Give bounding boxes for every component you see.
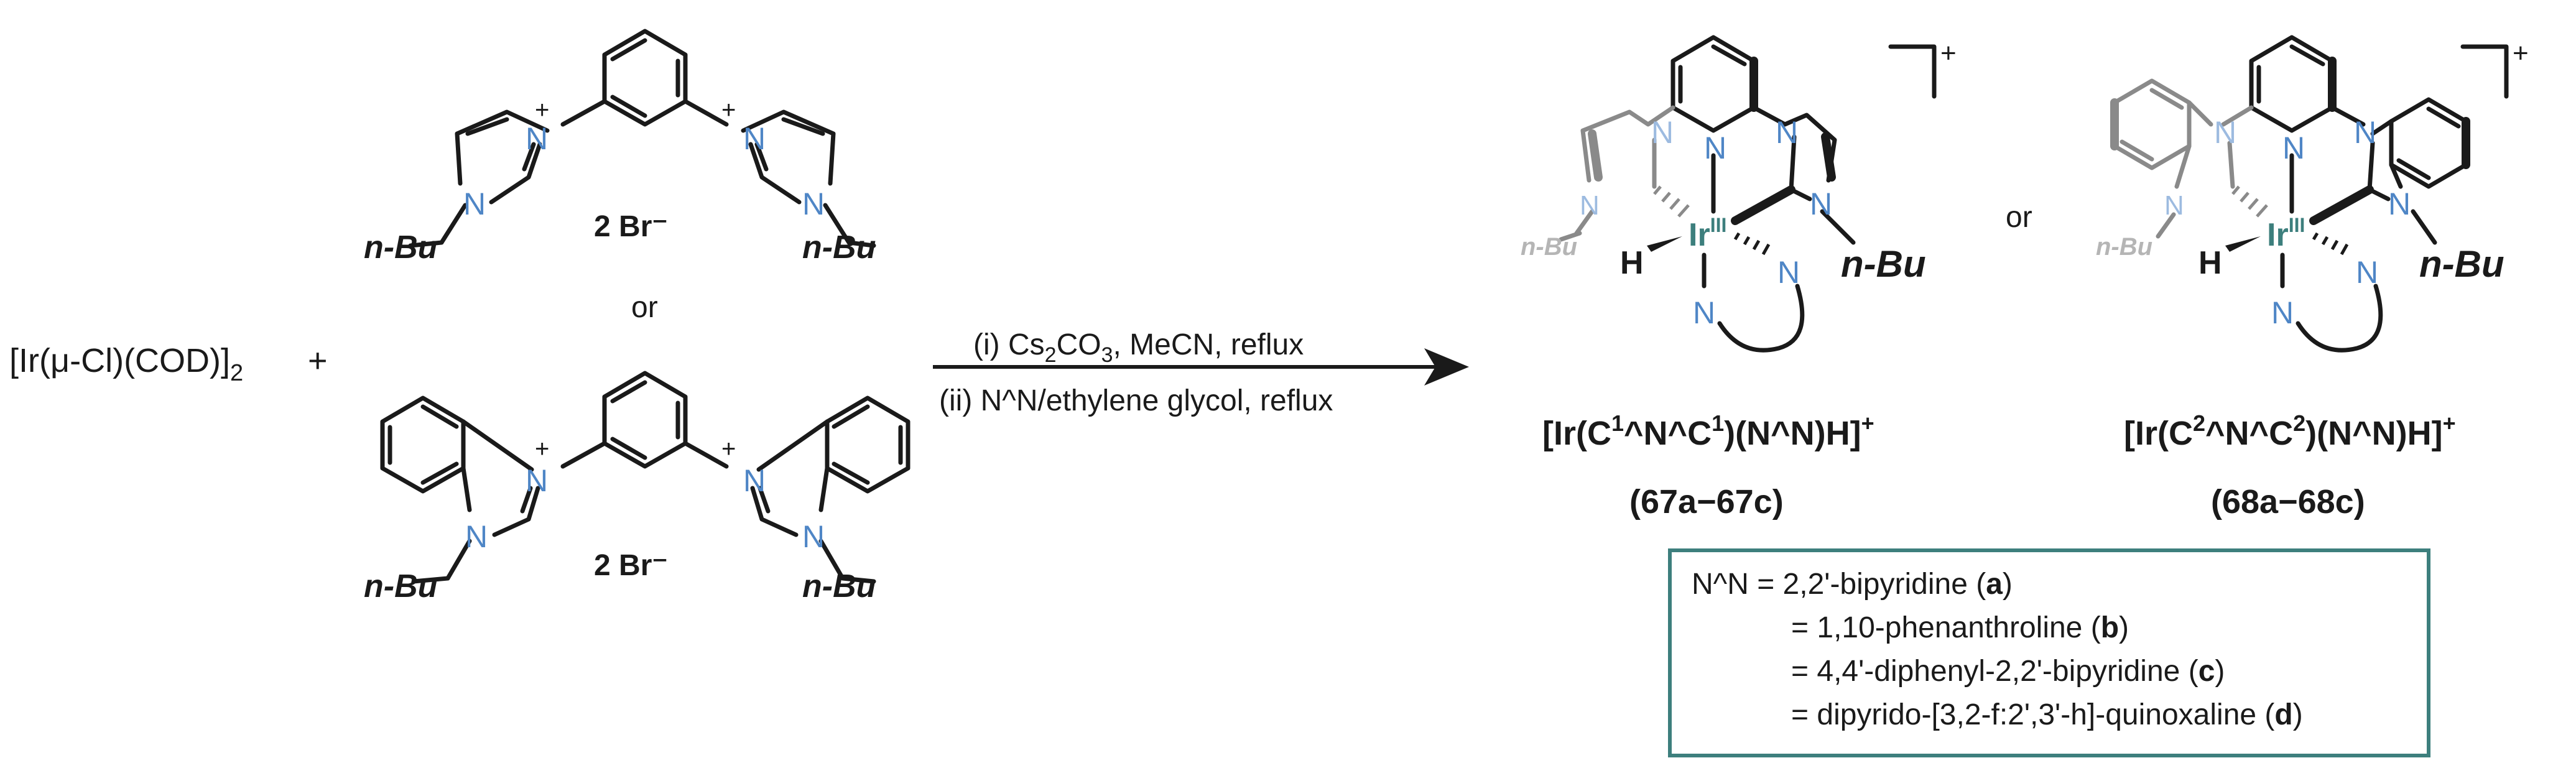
condition-step-2: (ii) N^N/ethylene glycol, reflux — [939, 384, 1333, 417]
product2-compound-ids: (68a−68c) — [2211, 483, 2365, 520]
product2-structure — [2110, 35, 2509, 353]
p2-n-butyl: n-Bu — [2419, 243, 2504, 285]
legend-row-a: N^N = 2,2'-bipyridine (a) — [1692, 568, 2013, 601]
legend-row-b: = 1,10-phenanthroline (b) — [1791, 611, 2129, 644]
mu-symbol: μ — [50, 342, 70, 379]
atom-N-top-right: N — [743, 121, 766, 156]
p2-atom-N-chelate-left: N — [2271, 295, 2294, 330]
p2-atom-N-chelate-right: N — [2356, 255, 2378, 290]
product2-formula: [Ir(C2^N^C2)(N^N)H]+ — [2124, 410, 2456, 452]
atom-N-top-left: N — [526, 121, 548, 156]
n-butyl-top-right: n-Bu — [802, 229, 876, 266]
product1-structure — [1559, 35, 1937, 353]
charge-plus-bottom-left: + — [535, 435, 549, 463]
product1-formula: [Ir(C1^N^C1)(N^N)H]+ — [1542, 410, 1874, 452]
n-butyl-top-left: n-Bu — [364, 229, 437, 266]
p2-charge: + — [2513, 38, 2529, 68]
charge-plus-top-right: + — [721, 96, 736, 124]
p1-atom-N-chelate-left: N — [1693, 295, 1715, 330]
metal-formula-part1: [Ir( — [9, 342, 50, 379]
p2-atom-N-left-lower: N — [2164, 190, 2184, 221]
p1-atom-N-pyridine: N — [1704, 131, 1726, 165]
charge-plus-top-left: + — [535, 96, 549, 124]
ligand-bottom-structure — [380, 371, 910, 584]
svg-text:[Ir(μ-Cl)(COD)]2: [Ir(μ-Cl)(COD)]2 — [9, 342, 243, 386]
or-between-ligands: or — [631, 291, 658, 324]
atom-N-bottom-left-lower: N — [465, 519, 488, 554]
atom-N-bottom-right: N — [743, 463, 766, 498]
legend-row-c: = 4,4'-diphenyl-2,2'-bipyridine (c) — [1791, 655, 2225, 688]
plus-sign: + — [308, 342, 328, 379]
bromide-salt-bottom: 2 Br⁻ — [594, 549, 668, 582]
atom-N-bottom-right-lower: N — [802, 519, 825, 554]
p2-hydride: H — [2198, 245, 2222, 281]
p1-atom-N-right-lower: N — [1810, 187, 1832, 221]
p1-hydride: H — [1620, 245, 1644, 281]
reactant-iridium-dimer: [Ir(μ-Cl)(COD)]2 — [9, 342, 243, 386]
legend-box — [1668, 548, 2430, 757]
p1-n-butyl-faded: n-Bu — [1521, 233, 1577, 261]
p2-atom-N-right-lower: N — [2388, 187, 2411, 221]
atom-N-top-right-lower: N — [802, 187, 825, 221]
p2-atom-N-right-upper: N — [2354, 115, 2376, 150]
p2-atom-N-pyridine: N — [2282, 131, 2305, 165]
product1-compound-ids: (67a−67c) — [1629, 483, 1784, 520]
p1-atom-N-left-lower: N — [1580, 190, 1600, 221]
metal-formula-subscript: 2 — [230, 360, 243, 386]
p1-n-butyl: n-Bu — [1841, 243, 1926, 285]
atom-N-bottom-left: N — [526, 463, 548, 498]
or-between-products: or — [2006, 201, 2032, 234]
ligand-top-structure — [408, 29, 876, 248]
n-butyl-bottom-right: n-Bu — [802, 568, 876, 604]
p1-iridium-center: IrIII — [1689, 214, 1726, 253]
condition-step-1: (i) Cs2CO3, MeCN, reflux — [973, 328, 1304, 367]
p1-atom-N-chelate-right: N — [1777, 255, 1800, 290]
p2-iridium-center: IrIII — [2267, 214, 2305, 253]
p1-atom-N-left-upper: N — [1651, 115, 1674, 150]
charge-plus-bottom-right: + — [721, 435, 736, 463]
bromide-salt-top: 2 Br⁻ — [594, 210, 668, 243]
p1-charge: + — [1940, 38, 1957, 68]
p2-atom-N-left-upper: N — [2214, 115, 2236, 150]
metal-formula-part2: -Cl)(COD)] — [70, 342, 230, 379]
p1-atom-N-right-upper: N — [1776, 115, 1798, 150]
legend-row-d: = dipyrido-[3,2-f:2',3'-h]-quinoxaline (… — [1791, 698, 2303, 731]
n-butyl-bottom-left: n-Bu — [364, 568, 437, 604]
atom-N-top-left-lower: N — [463, 187, 486, 221]
p2-n-butyl-faded: n-Bu — [2096, 233, 2152, 261]
